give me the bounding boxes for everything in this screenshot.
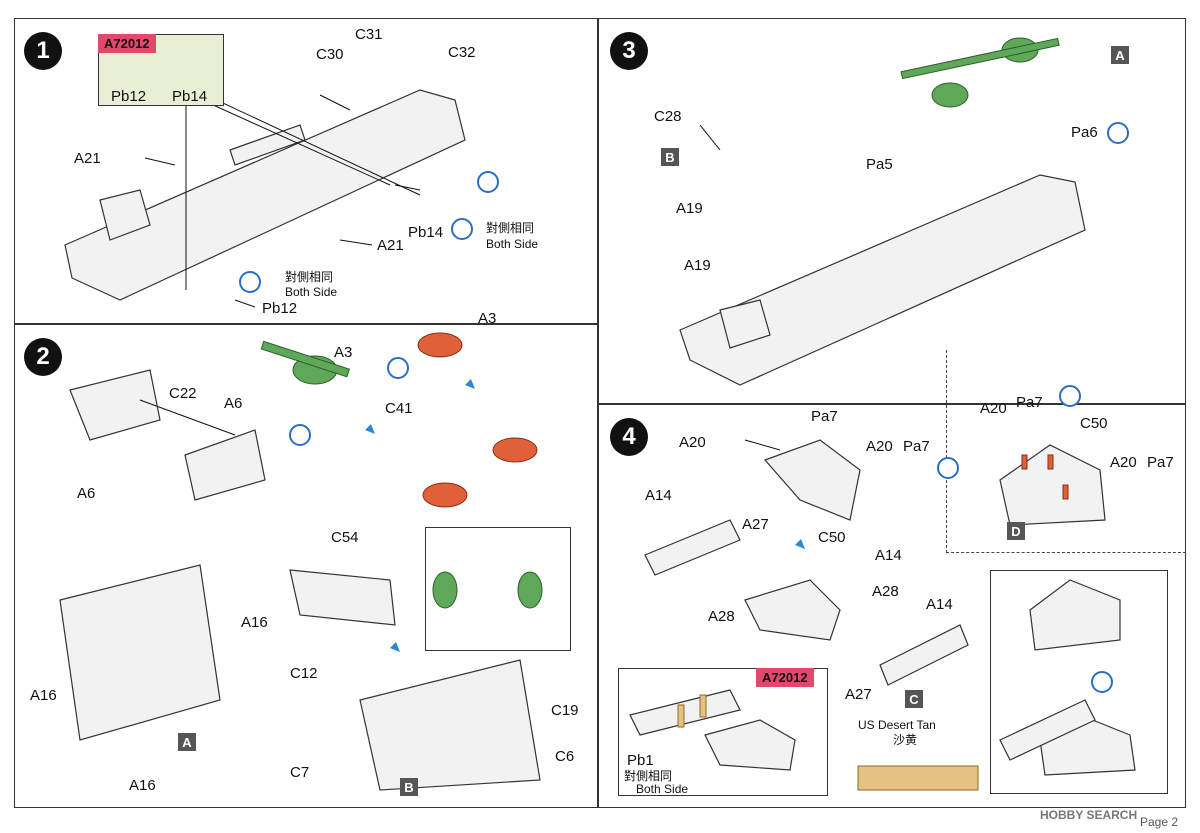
- step1-panel: [14, 18, 598, 324]
- step2-panel: [14, 324, 598, 808]
- part-label-a20-mid: A20: [866, 438, 893, 455]
- leaf-spring-assembly-a6: [69, 369, 161, 441]
- part-label-pa7-d-left: Pa7: [1016, 394, 1043, 411]
- both-side-icon-1: [451, 218, 473, 240]
- part-label-c32: C32: [448, 44, 476, 61]
- part-label-c28: C28: [654, 108, 682, 125]
- part-label-a16-left: A16: [30, 687, 57, 704]
- part-label-a28-right: A28: [872, 583, 899, 600]
- step3-panel: [598, 18, 1186, 404]
- subassembly-a-step3: A: [1111, 46, 1129, 64]
- part-label-c31: C31: [355, 26, 383, 43]
- part-label-a3-orange: A3: [478, 310, 497, 327]
- both-side-icon-4: [1091, 671, 1113, 693]
- both-side-note-cn-1: 對側相同: [486, 221, 535, 235]
- part-label-c22: C22: [169, 385, 197, 402]
- part-label-c41: C41: [385, 400, 413, 417]
- part-label-a27-bottom: A27: [845, 686, 872, 703]
- both-side-icon-2: [1107, 122, 1129, 144]
- axle-assembly-a: [59, 564, 221, 741]
- chassis-step1: [64, 89, 466, 301]
- part-label-pa5: Pa5: [866, 156, 893, 173]
- part-label-a3-green: A3: [334, 344, 353, 361]
- part-label-a20-d-right: A20: [1110, 454, 1137, 471]
- subassembly-a-step2: A: [178, 733, 196, 751]
- step1-badge: A72012: [98, 34, 156, 53]
- part-label-pb12: Pb12: [262, 300, 298, 317]
- both-side-note-en-step4: Both Side: [636, 782, 689, 796]
- part-label-pa6: Pa6: [1071, 124, 1098, 141]
- part-label-c54: C54: [331, 529, 359, 546]
- part-label-c50-d: C50: [1080, 415, 1108, 432]
- part-label-a19-top: A19: [676, 200, 703, 217]
- part-label-c7: C7: [290, 764, 310, 781]
- frame-a14-left: [644, 519, 741, 576]
- page-number: Page 2: [1140, 815, 1179, 829]
- both-side-note-cn-step4: 對側相同: [624, 769, 673, 783]
- step-number-1: 1: [24, 32, 62, 70]
- part-label-a28-left: A28: [708, 608, 735, 625]
- watermark: HOBBY SEARCH: [1040, 808, 1138, 822]
- step4-reference-box: [990, 570, 1168, 794]
- part-label-a14-left: A14: [645, 487, 672, 504]
- part-label-c50: C50: [818, 529, 846, 546]
- orange-axle-1: [417, 332, 463, 358]
- part-label-a14-center: A14: [875, 547, 902, 564]
- part-label-c6: C6: [555, 748, 575, 765]
- part-label-c30: C30: [316, 46, 344, 63]
- step4-option-panel: [618, 668, 828, 796]
- subassembly-b-step2: B: [400, 778, 418, 796]
- part-label-a20-d-left: A20: [980, 400, 1007, 417]
- part-label-a27-top: A27: [742, 516, 769, 533]
- part-label-pb14: Pb14: [408, 224, 444, 241]
- subassembly-b-step3: B: [661, 148, 679, 166]
- part-label-pa7-mid: Pa7: [903, 438, 930, 455]
- step4-panel: [598, 404, 1186, 808]
- step4-badge: A72012: [756, 668, 814, 687]
- step-number-2: 2: [24, 338, 62, 376]
- part-label-a19-bottom: A19: [684, 257, 711, 274]
- chassis-step3: [679, 174, 1086, 386]
- part-label-pb1: Pb1: [627, 752, 654, 769]
- part-label-pa7-d-right: Pa7: [1147, 454, 1174, 471]
- frame-a14-right: [879, 624, 969, 686]
- part-label-c12: C12: [290, 665, 318, 682]
- part-label-a21-top: A21: [74, 150, 101, 167]
- both-side-note-cn-2: 對側相同: [285, 270, 334, 284]
- both-side-note-en-2: Both Side: [285, 285, 338, 299]
- option-label-pb14: Pb14: [172, 88, 208, 105]
- step4-subpanel-d: [946, 350, 1186, 553]
- step-number-4: 4: [610, 418, 648, 456]
- step2-reference-box: [425, 527, 571, 651]
- orange-axle-2: [492, 437, 538, 463]
- desert-tan-frame: [857, 765, 979, 791]
- both-side-note-en-1: Both Side: [486, 237, 539, 251]
- part-label-pa7-top: Pa7: [811, 408, 838, 425]
- fender-c50: [763, 439, 861, 521]
- part-label-c19: C19: [551, 702, 579, 719]
- subassembly-d: D: [1007, 522, 1025, 540]
- part-label-a6-left: A6: [77, 485, 96, 502]
- orange-axle-3: [422, 482, 468, 508]
- step-number-3: 3: [610, 32, 648, 70]
- color-note-en: US Desert Tan: [858, 718, 936, 732]
- part-label-a6-right: A6: [224, 395, 243, 412]
- part-label-a16-right: A16: [241, 614, 268, 631]
- part-label-a20-left: A20: [679, 434, 706, 451]
- both-side-icon-3: [937, 457, 959, 479]
- axle-assembly-b: [359, 659, 541, 791]
- color-note-cn: 沙黄: [893, 733, 918, 747]
- part-label-a14-right: A14: [926, 596, 953, 613]
- option-label-pb12: Pb12: [111, 88, 147, 105]
- subassembly-c: C: [905, 690, 923, 708]
- part-label-a16-bottom: A16: [129, 777, 156, 794]
- part-label-a21-bottom: A21: [377, 237, 404, 254]
